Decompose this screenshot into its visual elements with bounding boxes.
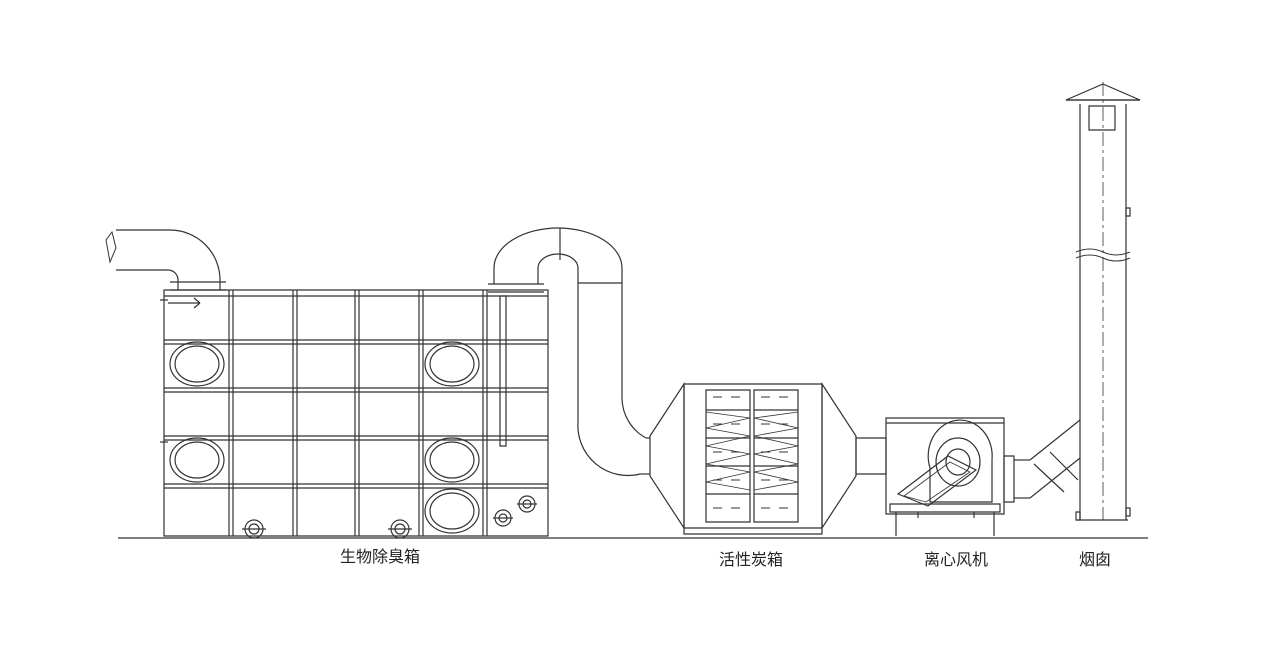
drain-valve-1 [242, 520, 266, 538]
manhole-right-bottom [425, 489, 479, 533]
centrifugal-fan [886, 418, 1030, 536]
chimney [1066, 82, 1140, 520]
bio-deodorization-box-label: 生物除臭箱 [340, 547, 421, 566]
inlet-duct [106, 230, 226, 290]
drain-valve-4 [517, 496, 537, 512]
manhole-left-top [170, 342, 224, 386]
activated-carbon-box-label: 活性炭箱 [719, 550, 784, 569]
manhole-right-top [425, 342, 479, 386]
drain-valve-2 [388, 520, 412, 538]
connecting-duct [488, 228, 650, 475]
manhole-left-bottom [170, 438, 224, 482]
drain-valve-3 [493, 510, 513, 526]
activated-carbon-box [650, 384, 856, 534]
fan-inlet-duct [856, 438, 886, 474]
manhole-right-mid [425, 438, 479, 482]
chimney-label: 烟囱 [1079, 550, 1112, 569]
centrifugal-fan-label: 离心风机 [924, 550, 989, 569]
bio-deodorization-box [160, 290, 548, 536]
chimney-inlet-duct [1030, 420, 1080, 498]
